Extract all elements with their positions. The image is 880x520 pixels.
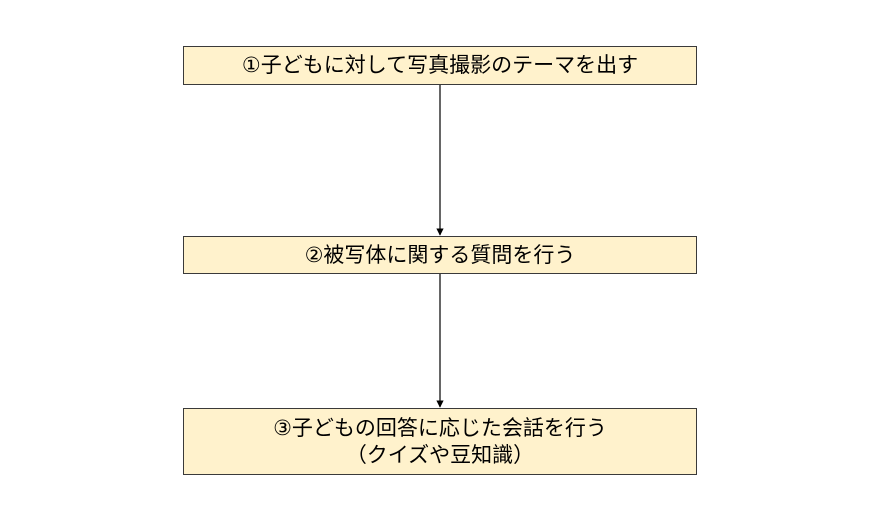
flow-step-3-text-line-2: （クイズや豆知識）: [345, 442, 535, 467]
flow-step-1-text: ①子どもに対して写真撮影のテーマを出す: [241, 53, 639, 77]
flow-step-3-text-line-1: ③子どもの回答に応じた会話を行う: [273, 415, 607, 440]
flow-step-3: ③子どもの回答に応じた会話を行う （クイズや豆知識）: [183, 408, 697, 475]
flow-step-2: ②被写体に関する質問を行う: [183, 236, 697, 274]
flow-step-2-text: ②被写体に関する質問を行う: [304, 242, 576, 267]
flow-step-1: ①子どもに対して写真撮影のテーマを出す: [183, 46, 697, 85]
